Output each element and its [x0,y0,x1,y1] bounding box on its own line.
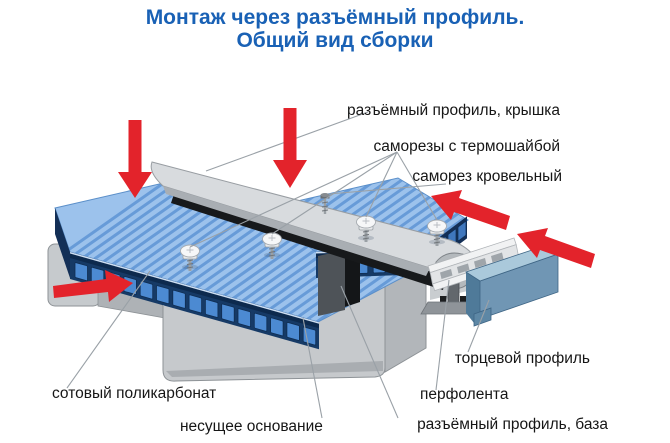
diagram-title-line2: Общий вид сборки [236,29,434,52]
leader-perf-tape [435,279,450,391]
thermal-washer-screw [262,232,282,260]
left-arrow-icon [517,228,595,268]
leader-support-base [302,317,323,419]
leader-roof-screw [328,183,447,195]
label-polycarbonate: сотовый поликарбонат [52,385,217,402]
leader-base-profile [340,285,399,419]
leader-thermo-screw-3 [365,151,398,218]
leader-polycarbonate [66,270,151,389]
leader-lines [66,111,490,419]
thermal-washer-screw [356,215,376,243]
label-support-base: несущее основание [180,418,323,435]
thermal-washer-screw [427,219,447,247]
left-arrow-icon [431,190,510,230]
pressure-arrows [53,108,595,302]
thermal-washer-screw [180,244,200,272]
label-perf-tape: перфолента [420,386,509,403]
leader-thermo-screw-1 [189,151,398,248]
diagram-title: Монтаж через разъёмный профиль. Общий ви… [0,6,670,52]
label-base-profile: разъёмный профиль, база [417,416,608,433]
down-arrow-icon [118,120,152,198]
diagram-title-line1: Монтаж через разъёмный профиль. [145,6,525,29]
rubber-seal [171,194,446,290]
down-arrow-icon [273,108,307,188]
roofing-screw [320,193,330,214]
label-end-profile: торцевой профиль [454,350,590,367]
label-thermo-screws: саморезы с термошайбой [373,138,560,155]
leader-end-profile [467,299,490,353]
label-roof-screw: саморез кровельный [412,168,562,185]
right-arrow-icon [53,270,133,302]
label-cap-profile: разъёмный профиль, крышка [347,102,560,119]
